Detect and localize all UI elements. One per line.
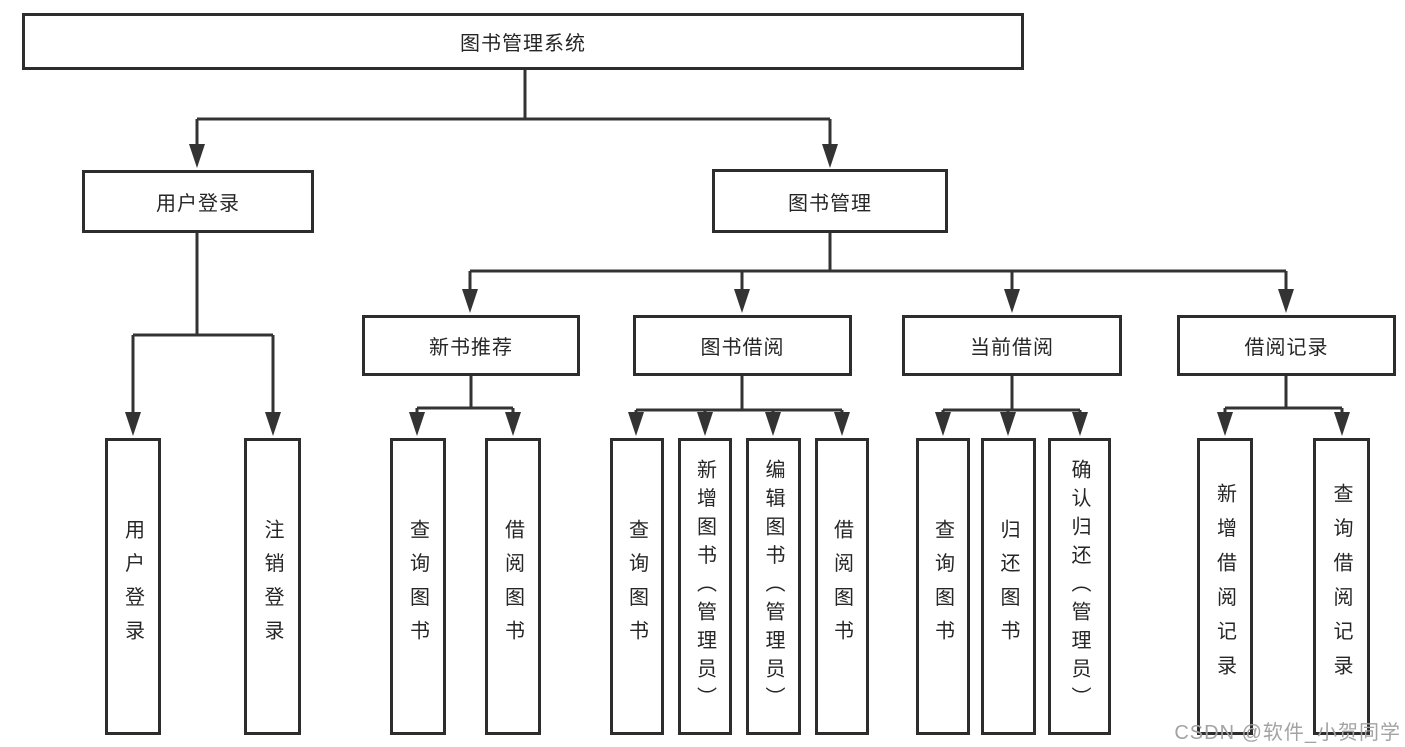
arrow-icon bbox=[822, 144, 838, 168]
arrow-icon bbox=[765, 412, 781, 436]
arrowheads bbox=[125, 144, 1350, 436]
leaf-borrow-edit-book-admin: 编辑图书（管理员） bbox=[746, 438, 801, 735]
node-book-management: 图书管理 bbox=[712, 169, 948, 233]
leaf-recommend-query-book: 查询图书 bbox=[390, 438, 446, 735]
node-borrow-record: 借阅记录 bbox=[1177, 315, 1396, 376]
node-root-system: 图书管理系统 bbox=[22, 13, 1024, 70]
leaf-record-add-record: 新增借阅记录 bbox=[1197, 438, 1253, 735]
node-book-management-label: 图书管理 bbox=[788, 192, 872, 215]
leaf-borrow-add-book-admin-label: 新增图书（管理员） bbox=[693, 458, 716, 715]
arrow-icon bbox=[697, 412, 713, 436]
leaf-record-query-record: 查询借阅记录 bbox=[1313, 438, 1370, 735]
leaf-record-query-record-label: 查询借阅记录 bbox=[1330, 483, 1352, 690]
leaf-login-logout: 注销登录 bbox=[244, 438, 301, 735]
leaf-recommend-query-book-label: 查询图书 bbox=[406, 519, 429, 654]
node-current-borrow-label: 当前借阅 bbox=[970, 337, 1054, 359]
leaf-current-confirm-return-admin-label: 确认归还（管理员） bbox=[1068, 458, 1090, 715]
node-borrow-record-label: 借阅记录 bbox=[1244, 337, 1329, 359]
csdn-watermark: CSDN @软件_小贺同学 bbox=[1174, 722, 1401, 744]
leaf-login-user-login-label: 用户登录 bbox=[121, 519, 144, 654]
leaf-current-return-book-label: 归还图书 bbox=[997, 519, 1019, 654]
leaf-current-confirm-return-admin: 确认归还（管理员） bbox=[1048, 438, 1111, 735]
arrow-icon bbox=[1072, 412, 1088, 436]
leaf-borrow-query-book-label: 查询图书 bbox=[625, 519, 648, 654]
leaf-recommend-borrow-book-label: 借阅图书 bbox=[501, 519, 524, 654]
arrow-icon bbox=[1334, 412, 1350, 436]
leaf-recommend-borrow-book: 借阅图书 bbox=[485, 438, 541, 735]
arrow-icon bbox=[935, 412, 951, 436]
arrow-icon bbox=[1217, 412, 1233, 436]
arrow-icon bbox=[462, 289, 478, 313]
node-new-book-recommend: 新书推荐 bbox=[362, 315, 580, 376]
leaf-current-query-book-label: 查询图书 bbox=[931, 519, 954, 654]
node-user-login-label: 用户登录 bbox=[156, 193, 240, 215]
leaf-login-user-login: 用户登录 bbox=[105, 438, 161, 735]
arrow-icon bbox=[734, 289, 750, 313]
leaf-borrow-edit-book-admin-label: 编辑图书（管理员） bbox=[762, 458, 784, 715]
node-user-login: 用户登录 bbox=[82, 170, 314, 233]
arrow-icon bbox=[628, 412, 644, 436]
leaf-record-add-record-label: 新增借阅记录 bbox=[1213, 483, 1236, 690]
arrow-icon bbox=[1000, 412, 1016, 436]
leaf-current-return-book: 归还图书 bbox=[981, 438, 1036, 735]
arrow-icon bbox=[189, 144, 205, 168]
node-book-borrow: 图书借阅 bbox=[633, 315, 852, 376]
arrow-icon bbox=[265, 412, 281, 436]
leaf-borrow-borrow-book-label: 借阅图书 bbox=[830, 519, 853, 654]
arrow-icon bbox=[505, 412, 521, 436]
leaf-borrow-borrow-book: 借阅图书 bbox=[815, 438, 869, 735]
node-book-borrow-label: 图书借阅 bbox=[700, 337, 785, 359]
arrow-icon bbox=[1004, 289, 1020, 313]
leaf-current-query-book: 查询图书 bbox=[916, 438, 970, 735]
node-current-borrow: 当前借阅 bbox=[902, 315, 1122, 376]
arrow-icon bbox=[409, 412, 425, 436]
node-new-book-recommend-label: 新书推荐 bbox=[429, 337, 513, 359]
arrow-icon bbox=[125, 412, 141, 436]
arrow-icon bbox=[1278, 289, 1294, 313]
arrow-icon bbox=[834, 412, 850, 436]
node-root-system-label: 图书管理系统 bbox=[460, 33, 586, 55]
leaf-login-logout-label: 注销登录 bbox=[261, 519, 283, 654]
leaf-borrow-query-book: 查询图书 bbox=[610, 438, 664, 735]
leaf-borrow-add-book-admin: 新增图书（管理员） bbox=[678, 438, 732, 735]
